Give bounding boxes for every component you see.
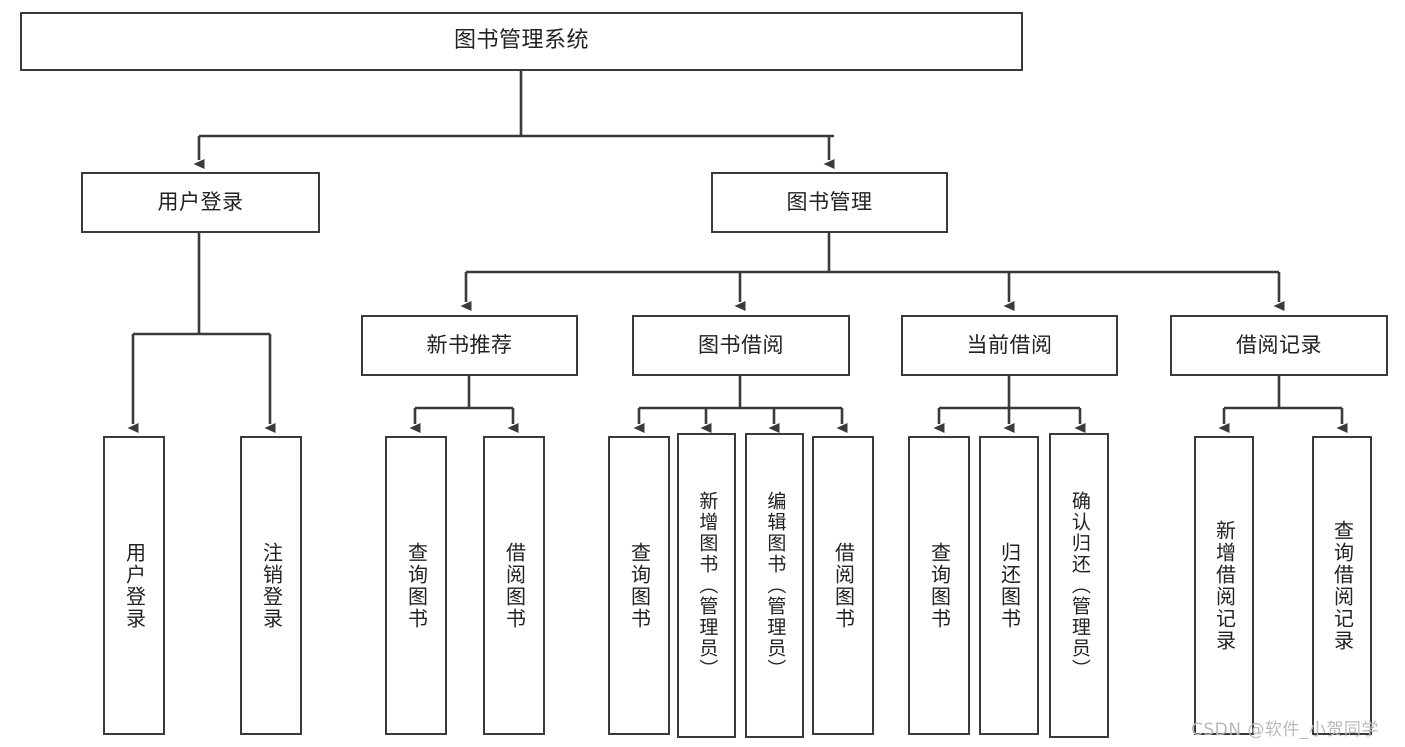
leaf-borrow-add-book[interactable]: 新增图书（管理员） <box>677 433 736 738</box>
node-label: 查询图书 <box>927 541 952 630</box>
node-label: 图书管理系统 <box>453 28 589 54</box>
node-root-system[interactable]: 图书管理系统 <box>20 12 1023 71</box>
node-label: 借阅图书 <box>831 541 856 630</box>
leaf-record-query-record[interactable]: 查询借阅记录 <box>1312 436 1372 735</box>
leaf-user-login[interactable]: 用户登录 <box>103 436 165 735</box>
node-label: 查询借阅记录 <box>1330 519 1355 652</box>
node-borrow-record[interactable]: 借阅记录 <box>1170 315 1388 376</box>
leaf-borrow-edit-book[interactable]: 编辑图书（管理员） <box>745 433 804 738</box>
leaf-record-add-record[interactable]: 新增借阅记录 <box>1194 436 1254 735</box>
leaf-recommend-borrow-book[interactable]: 借阅图书 <box>483 436 545 735</box>
node-label: 用户登录 <box>157 189 244 214</box>
node-label: 查询图书 <box>627 541 652 630</box>
node-label: 图书借阅 <box>698 332 784 357</box>
node-current-borrow[interactable]: 当前借阅 <box>901 315 1118 376</box>
node-label: 注销登录 <box>259 541 284 630</box>
node-user-login[interactable]: 用户登录 <box>81 172 320 233</box>
node-label: 编辑图书（管理员） <box>764 491 787 680</box>
leaf-borrow-query-book[interactable]: 查询图书 <box>608 436 670 735</box>
node-label: 归还图书 <box>997 541 1022 630</box>
leaf-current-query-book[interactable]: 查询图书 <box>908 436 970 735</box>
leaf-user-logout[interactable]: 注销登录 <box>240 436 302 735</box>
node-label: 新增图书（管理员） <box>696 491 719 680</box>
node-label: 当前借阅 <box>966 332 1053 357</box>
node-label: 新增借阅记录 <box>1212 519 1237 652</box>
watermark-text: CSDN @软件_小贺同学 <box>1191 720 1379 740</box>
node-label: 确认归还（管理员） <box>1068 491 1091 680</box>
node-new-book-recommend[interactable]: 新书推荐 <box>361 315 578 376</box>
leaf-recommend-query-book[interactable]: 查询图书 <box>385 436 447 735</box>
node-label: 新书推荐 <box>426 332 513 357</box>
node-book-borrow[interactable]: 图书借阅 <box>632 315 850 376</box>
leaf-current-confirm-return[interactable]: 确认归还（管理员） <box>1049 433 1109 738</box>
node-label: 图书管理 <box>786 189 873 214</box>
node-label: 查询图书 <box>404 541 429 630</box>
node-label: 借阅图书 <box>502 541 527 630</box>
node-book-management[interactable]: 图书管理 <box>711 172 948 233</box>
node-label: 用户登录 <box>122 541 147 630</box>
leaf-borrow-borrow-book[interactable]: 借阅图书 <box>812 436 874 735</box>
leaf-current-return-book[interactable]: 归还图书 <box>979 436 1039 735</box>
node-label: 借阅记录 <box>1236 332 1322 357</box>
